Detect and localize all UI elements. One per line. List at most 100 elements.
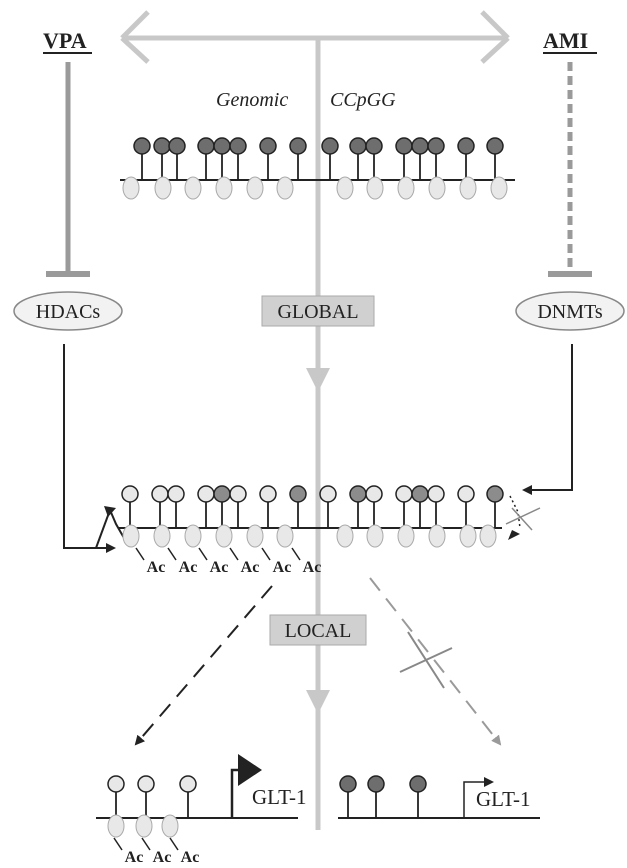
- acetyl-tick: [168, 548, 176, 560]
- histone: [491, 177, 507, 199]
- histone: [277, 177, 293, 199]
- blocked-cross: [400, 632, 452, 688]
- global-label: GLOBAL: [277, 301, 358, 323]
- cpg-site: [340, 776, 356, 792]
- cpg-site: [320, 486, 336, 502]
- acetyl-label: Ac: [147, 559, 166, 576]
- cpg-site: [322, 138, 338, 154]
- cpg-site: [198, 138, 214, 154]
- cpg-site: [198, 486, 214, 502]
- cpg-site: [134, 138, 150, 154]
- dnmts-to-strand-arrow: [506, 344, 572, 540]
- local-box: LOCAL: [270, 615, 366, 645]
- cpg-site: [180, 776, 196, 792]
- cpg-site: [350, 138, 366, 154]
- histone: [337, 177, 353, 199]
- cpg-site: [260, 486, 276, 502]
- histone: [185, 177, 201, 199]
- histone: [136, 815, 152, 837]
- acetyl-label: Ac: [210, 559, 229, 576]
- hdacs-label: HDACs: [36, 301, 101, 323]
- acetyl-tick: [136, 548, 144, 560]
- ami-inhibitor: [548, 62, 592, 274]
- cpg-site: [260, 138, 276, 154]
- cpg-site: [169, 138, 185, 154]
- cpg-site: [154, 138, 170, 154]
- local-label: LOCAL: [285, 620, 352, 642]
- hdacs-to-strand-arrow: [64, 344, 124, 548]
- histone: [123, 525, 139, 547]
- top-bracket: [122, 12, 508, 62]
- cpg-site: [410, 776, 426, 792]
- histone: [216, 177, 232, 199]
- histone: [460, 177, 476, 199]
- activation-dashed-arrow: [136, 586, 272, 744]
- repression-dashed-arrow: [370, 578, 500, 744]
- histone: [337, 525, 353, 547]
- genomic-label: Genomic: [216, 89, 288, 111]
- ccpgg-label: CCpGG: [330, 89, 396, 111]
- acetyl-tick: [199, 548, 207, 560]
- vpa-label: VPA: [43, 28, 87, 53]
- histone: [277, 525, 293, 547]
- histone: [108, 815, 124, 837]
- cpg-site: [428, 138, 444, 154]
- cpg-site: [412, 138, 428, 154]
- histone: [398, 525, 414, 547]
- central-axis: [306, 40, 330, 830]
- histone: [155, 177, 171, 199]
- cpg-site: [214, 138, 230, 154]
- cpg-site: [230, 138, 246, 154]
- global-box: GLOBAL: [262, 296, 374, 326]
- acetyl-tick: [230, 548, 238, 560]
- cpg-site: [214, 486, 230, 502]
- cpg-site: [122, 486, 138, 502]
- cpg-site: [458, 138, 474, 154]
- cpg-site: [366, 486, 382, 502]
- acetyl-label: Ac: [179, 559, 198, 576]
- acetyl-label: Ac: [273, 559, 292, 576]
- cpg-site: [487, 138, 503, 154]
- cpg-site: [396, 138, 412, 154]
- cpg-site: [350, 486, 366, 502]
- histone: [480, 525, 496, 547]
- acetyl-tick: [292, 548, 300, 560]
- histone: [154, 525, 170, 547]
- histone: [247, 525, 263, 547]
- dnmts-node: DNMTs: [516, 292, 624, 330]
- histone: [367, 177, 383, 199]
- cpg-site: [412, 486, 428, 502]
- acetyl-label: Ac: [303, 559, 322, 576]
- histone: [460, 525, 476, 547]
- acetyl-tick: [114, 838, 122, 850]
- cpg-site: [290, 486, 306, 502]
- acetyl-label: Ac: [153, 849, 172, 866]
- global-arrowhead: [306, 368, 330, 392]
- histone: [429, 525, 445, 547]
- cpg-site: [396, 486, 412, 502]
- cpg-site: [168, 486, 184, 502]
- local-arrowhead: [306, 690, 330, 714]
- histone: [367, 525, 383, 547]
- blocked-cross-1: [506, 508, 540, 524]
- histone: [123, 177, 139, 199]
- acetylation-marks-middle: AcAcAcAcAcAc: [136, 548, 321, 576]
- cpg-site: [230, 486, 246, 502]
- hdacs-node: HDACs: [14, 292, 122, 330]
- histone: [429, 177, 445, 199]
- acetyl-label: Ac: [181, 849, 200, 866]
- cpg-site: [290, 138, 306, 154]
- cpg-site: [458, 486, 474, 502]
- cpg-site: [368, 776, 384, 792]
- intermediate-dna-strand: [118, 486, 503, 547]
- ami-label: AMI: [543, 28, 588, 53]
- glt1-silenced-label: GLT-1: [476, 787, 530, 811]
- cpg-site: [487, 486, 503, 502]
- histone: [398, 177, 414, 199]
- dnmts-label: DNMTs: [537, 301, 602, 323]
- cpg-site: [428, 486, 444, 502]
- histone: [216, 525, 232, 547]
- histone: [247, 177, 263, 199]
